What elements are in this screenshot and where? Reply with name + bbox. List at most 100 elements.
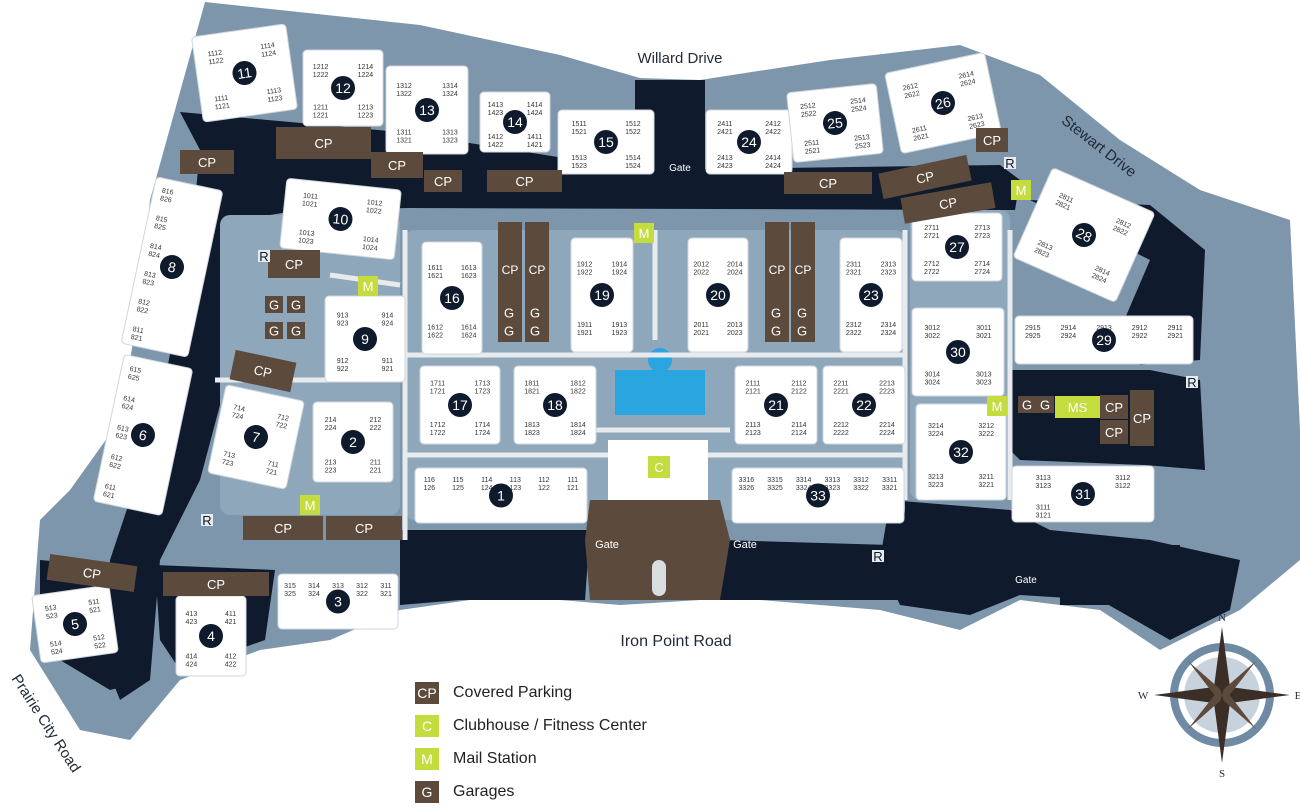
garage-shape: [500, 322, 518, 339]
garage-label: G: [530, 324, 540, 339]
unit-numbers: 10121022: [366, 199, 383, 216]
mail-station-label: M: [992, 399, 1003, 414]
building-number: 25: [826, 114, 843, 132]
mail-station-label: M: [639, 226, 650, 241]
unit-numbers: 814824: [148, 243, 163, 260]
unit-numbers: 514524: [50, 640, 64, 656]
building-29[interactable]: 2915292529142924291329232912292229112921…: [1014, 315, 1194, 365]
legend-swatch: G: [415, 780, 439, 803]
legend-item-mail-station: M Mail Station: [415, 742, 647, 775]
building-number: 33: [810, 488, 826, 504]
unit-numbers: 816826: [159, 187, 174, 204]
covered-parking-shape: [371, 152, 423, 178]
covered-parking: CP: [900, 182, 996, 224]
mail-station-shape: [300, 495, 320, 515]
building-number-badge: [326, 589, 350, 614]
unit-numbers: 611621: [102, 483, 117, 500]
building-number: 14: [507, 114, 523, 130]
covered-parking-shape: [784, 172, 872, 194]
garage-label: G: [771, 306, 781, 321]
covered-parking-label: CP: [983, 133, 1001, 148]
building-number-badge: [706, 283, 730, 307]
unit-numbers: 11121122: [207, 49, 224, 66]
building-number-badge: [341, 430, 365, 454]
covered-parking: CP: [784, 172, 872, 194]
building-number-badge: [244, 425, 268, 449]
building-number: 21: [768, 397, 784, 413]
legend-item-covered-parking: CP Covered Parking: [415, 676, 647, 709]
gate-label: Gate: [1015, 575, 1037, 586]
garage-shape: [287, 322, 305, 339]
gate-label: Gate: [733, 539, 757, 551]
building-number-badge: [1071, 482, 1095, 506]
building-number: 19: [594, 287, 610, 303]
garage: G: [793, 322, 811, 339]
unit-numbers: 512522: [93, 634, 107, 650]
covered-parking-label: CP: [253, 362, 274, 380]
restroom-marker-shape: [1004, 157, 1016, 169]
building-number: 20: [710, 287, 726, 303]
building-number: 12: [335, 80, 351, 96]
covered-parking-shape: [268, 250, 320, 278]
mail-services-shape: [1055, 396, 1100, 418]
legend-label: Covered Parking: [453, 683, 573, 701]
mail-station-label: M: [305, 498, 316, 513]
garage-shape: [767, 304, 785, 321]
building-3[interactable]: 3153253143243133233123223113213: [277, 573, 399, 630]
building-number-badge: [594, 130, 618, 154]
building-number-badge: [448, 393, 472, 417]
garage-label: G: [1040, 398, 1050, 413]
covered-parking: CP: [326, 516, 402, 540]
garage: G: [500, 322, 518, 339]
